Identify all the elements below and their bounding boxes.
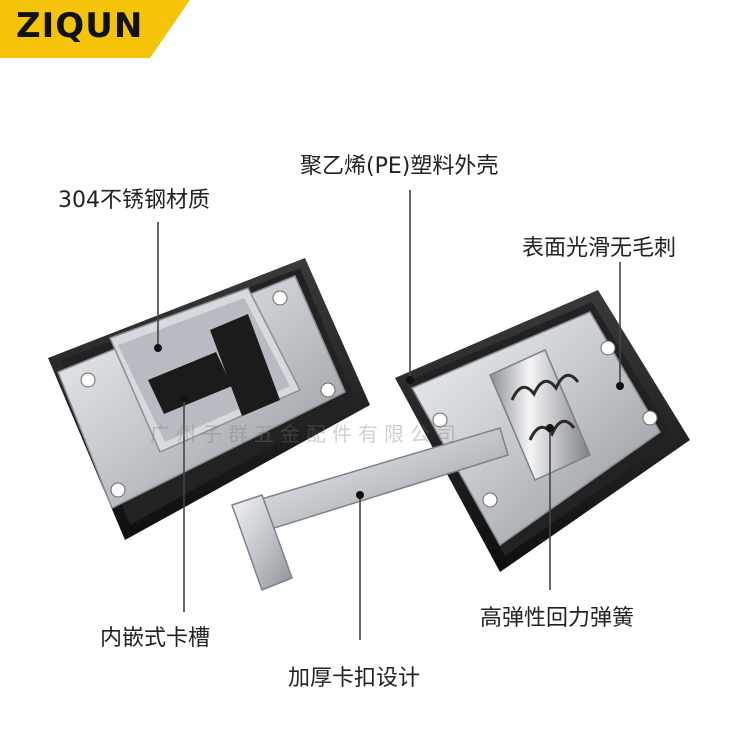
callout-dot-smooth (616, 382, 624, 390)
callout-dot-plastic (406, 376, 414, 384)
label-thick-latch: 加厚卡扣设计 (288, 666, 421, 691)
logo-banner (0, 0, 190, 58)
callout-dot-slot (180, 394, 188, 402)
brand-logo: ZIQUN (16, 6, 144, 46)
label-smooth-surface: 表面光滑无毛刺 (522, 236, 677, 261)
callout-dot-steel (154, 344, 162, 352)
callout-dot-spring (546, 424, 554, 432)
label-inset-slot: 内嵌式卡槽 (100, 626, 211, 651)
label-spring: 高弹性回力弹簧 (480, 606, 635, 631)
callout-lines (157, 190, 621, 640)
label-pe-shell: 聚乙烯(PE)塑料外壳 (300, 154, 499, 179)
left-bracket (48, 258, 370, 540)
t-latch-arm (231, 427, 509, 591)
label-steel-material: 304不锈钢材质 (58, 188, 210, 213)
watermark: 广州子群五金配件有限公司 (150, 422, 462, 446)
callout-dot-latch (356, 491, 364, 499)
right-bracket (395, 290, 690, 572)
